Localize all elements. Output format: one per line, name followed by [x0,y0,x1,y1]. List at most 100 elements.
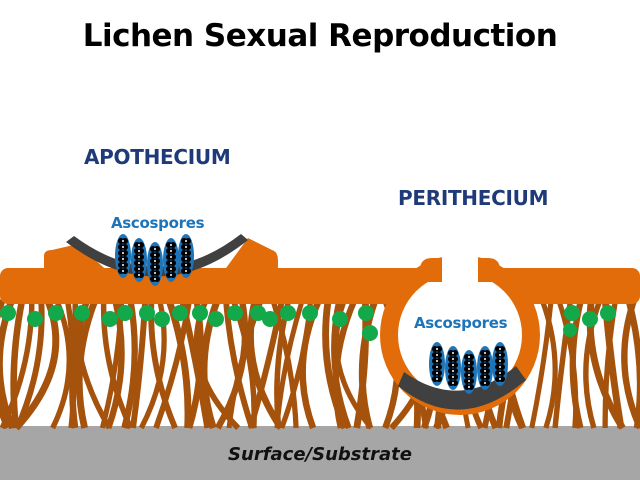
hypha-strand [75,298,99,429]
perithecium-hymenium [398,366,526,410]
hypha-strand [0,299,10,430]
algal-cell [280,305,296,321]
ascospore [468,354,474,360]
perithecium-asci [429,342,508,394]
ascospore [122,268,128,274]
spore-highlight [499,366,501,368]
ascospore [499,370,505,376]
algal-cell [139,305,155,321]
ascospore [499,376,505,382]
perithecium-ascospores-label: Ascospores [414,314,508,332]
spore-highlight [170,256,172,258]
spore-highlight [122,246,124,248]
algal-cell [582,311,598,327]
spore-highlight [170,274,172,276]
spore-highlight [138,262,140,264]
spore-highlight [154,266,156,268]
ascospore [122,256,128,262]
spore-highlight [138,268,140,270]
ascospore [468,384,474,390]
ascospore [170,254,176,260]
spore-highlight [185,270,187,272]
spore-highlight [185,240,187,242]
spore-highlight [484,382,486,384]
spore-highlight [170,244,172,246]
hypha-strand [10,299,26,429]
ascospore [185,262,191,268]
spore-highlight [138,250,140,252]
spore-highlight [122,240,124,242]
ascospore [154,264,160,270]
ascospore [170,248,176,254]
hypha-strand [247,299,285,429]
ascospore [185,238,191,244]
ascospore [452,350,458,356]
hypha-strand [539,299,558,429]
spore-highlight [452,370,454,372]
algal-cell [172,305,188,321]
apothecium-asci [115,234,194,286]
algal-cell [563,323,577,337]
ascospore [154,246,160,252]
ascospore [185,268,191,274]
ascospore [436,370,442,376]
hypha-strand [529,299,554,429]
algal-cell [0,305,16,321]
spore-highlight [452,364,454,366]
ascospore [468,360,474,366]
ascospore [484,374,490,380]
diagram-title: Lichen Sexual Reproduction [82,18,558,54]
spore-highlight [499,354,501,356]
ascospore [468,366,474,372]
spore-highlight [122,252,124,254]
spore-highlight [154,260,156,262]
algal-cell [564,305,580,321]
spore-highlight [499,348,501,350]
ascospore [499,358,505,364]
spore-highlight [436,354,438,356]
spore-highlight [452,376,454,378]
apothecium-ascospores-label: Ascospores [111,214,205,232]
spore-highlight [468,386,470,388]
ascospore [468,372,474,378]
spore-highlight [452,358,454,360]
spore-highlight [170,262,172,264]
ascospore [499,352,505,358]
spore-highlight [154,272,156,274]
ascospore [452,368,458,374]
ascospore [170,266,176,272]
perithecium-label: PERITHECIUM [398,186,549,210]
apothecium-label: APOTHECIUM [84,145,231,169]
ascospore [154,270,160,276]
algal-cell [358,305,374,321]
ascospore [170,242,176,248]
algal-cell [262,311,278,327]
ascospore [154,252,160,258]
ascospore [138,272,144,278]
ascospore [170,272,176,278]
ascospore [185,244,191,250]
ascospore [154,276,160,282]
spore-highlight [484,370,486,372]
algal-cell [250,305,266,321]
algal-cell [154,311,170,327]
spore-highlight [185,264,187,266]
spore-highlight [185,252,187,254]
algal-cell [208,311,224,327]
spore-highlight [484,358,486,360]
hypha-strand [274,299,305,429]
spore-highlight [484,376,486,378]
ascospore [138,248,144,254]
spore-highlight [436,366,438,368]
ascospore [436,364,442,370]
ascospore [436,358,442,364]
spore-highlight [138,244,140,246]
ascospore [452,362,458,368]
ascospore [138,242,144,248]
algal-cell [362,325,378,341]
spore-highlight [185,246,187,248]
ascospore [154,258,160,264]
hypha-strand [14,299,45,430]
ascospore [185,256,191,262]
